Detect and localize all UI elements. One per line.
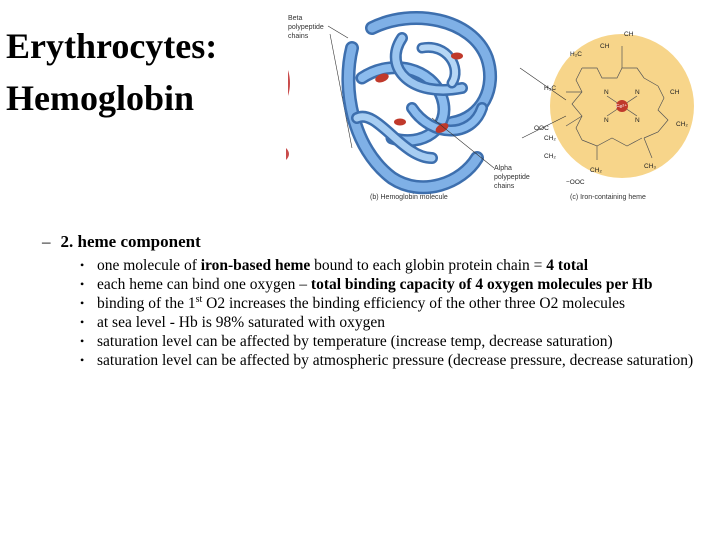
bullet-text: iron-based heme (200, 257, 311, 274)
bullet-dot: • (80, 334, 85, 348)
bullet-item: • saturation level can be affected by tem… (80, 333, 695, 350)
slide-title: Erythrocytes: Hemoglobin (6, 20, 217, 124)
heme-h2c: H₂C (570, 51, 582, 58)
heme-n2: N (635, 89, 640, 96)
heme-atom-labels: CH CH H₂C H₃C CH CH₂ Fe²⁺ N N N N OOC CH… (534, 31, 688, 186)
hemoglobin-figure: Beta polypeptide chains (282, 8, 720, 208)
bullet-item: • each heme can bind one oxygen – total b… (80, 276, 695, 293)
beta-label-line-1: Beta (288, 15, 303, 22)
heme-ooc: OOC (534, 125, 549, 132)
zoom-line-top (519, 67, 567, 101)
heme-n1: N (604, 89, 609, 96)
bullet-text: total binding capacity of 4 oxygen molec… (310, 276, 653, 293)
bullet-dot: • (80, 258, 85, 272)
alpha-label-line-1: Alpha (494, 165, 512, 172)
caption-c: (c) Iron-containing heme (570, 194, 646, 201)
bullet-dot: • (80, 296, 85, 310)
protein-ribbons (341, 11, 498, 195)
heme-ch2-left: CH₂ (544, 135, 556, 142)
bullet-text: at sea level - Hb is 98% saturated with … (97, 314, 385, 331)
title-line-1: Erythrocytes: (6, 26, 218, 66)
heme-n4: N (635, 117, 640, 124)
heme-groups (375, 52, 463, 133)
section-label: 2. heme component (60, 232, 201, 251)
caption-b: (b) Hemoglobin molecule (370, 194, 448, 201)
iron-atom (616, 100, 628, 112)
heme-ch3-right: CH (670, 89, 680, 96)
bullet-list: • one molecule of iron-based heme bound t… (80, 257, 695, 371)
bullet-text: saturation level can be affected by atmo… (97, 352, 694, 369)
bullet-text: binding of the 1 (97, 295, 196, 312)
heme-ch2-top: CH (624, 31, 634, 38)
alpha-label-line-3: chains (494, 183, 515, 190)
bullet-text: one molecule of (97, 257, 201, 274)
bullet-item: • at sea level - Hb is 98% saturated with… (80, 314, 695, 331)
bullet-text: st (195, 293, 203, 305)
section-heading: –2. heme component (42, 232, 201, 252)
red-mark-top (288, 70, 290, 96)
bullet-text: bound to each globin protein chain = (310, 257, 547, 274)
hemoglobin-illustration: Beta polypeptide chains (286, 11, 694, 201)
bullet-text: 4 total (546, 257, 589, 274)
alpha-pointer-line (431, 117, 495, 169)
bullet-text: saturation level can be affected by temp… (97, 333, 613, 350)
alpha-chain-label: Alpha polypeptide chains (494, 165, 530, 190)
alpha-label-line-2: polypeptide (494, 174, 530, 181)
bullet-item: • binding of the 1st O2 increases the bin… (80, 293, 695, 312)
beta-pointer-line (327, 25, 349, 39)
heme-ooc-bottom: −OOC (566, 179, 585, 186)
bullet-item: • one molecule of iron-based heme bound t… (80, 257, 695, 274)
bullet-text: O2 increases the binding efficiency of t… (202, 295, 626, 312)
heme-h3c: H₃C (544, 85, 556, 92)
bullet-dot: • (80, 353, 85, 367)
bullet-dot: • (80, 277, 85, 291)
heme-ch2-bottom: CH₂ (590, 167, 602, 174)
title-line-2: Hemoglobin (6, 78, 195, 118)
heme-bonds (565, 46, 669, 160)
heme-n3: N (604, 117, 609, 124)
beta-label-line-3: chains (288, 33, 309, 40)
heme-ch3-right2: CH₂ (676, 121, 688, 128)
section-dash: – (42, 232, 51, 251)
heme-fe: Fe²⁺ (616, 103, 627, 110)
beta-label-line-2: polypeptide (288, 24, 324, 31)
beta-chain-label: Beta polypeptide chains (288, 15, 324, 40)
heme-ch-top: CH (600, 43, 610, 50)
heme-ch2-left2: CH₂ (544, 153, 556, 160)
bullet-text: each heme can bind one oxygen – (97, 276, 311, 293)
bullet-dot: • (80, 315, 85, 329)
heme-ch3-bottom: CH₃ (644, 163, 656, 170)
red-mark-bottom (286, 148, 289, 160)
zoom-line-bottom (521, 115, 567, 139)
beta-pointer-line-2 (329, 33, 353, 149)
bullet-item: • saturation level can be affected by atm… (80, 352, 695, 369)
